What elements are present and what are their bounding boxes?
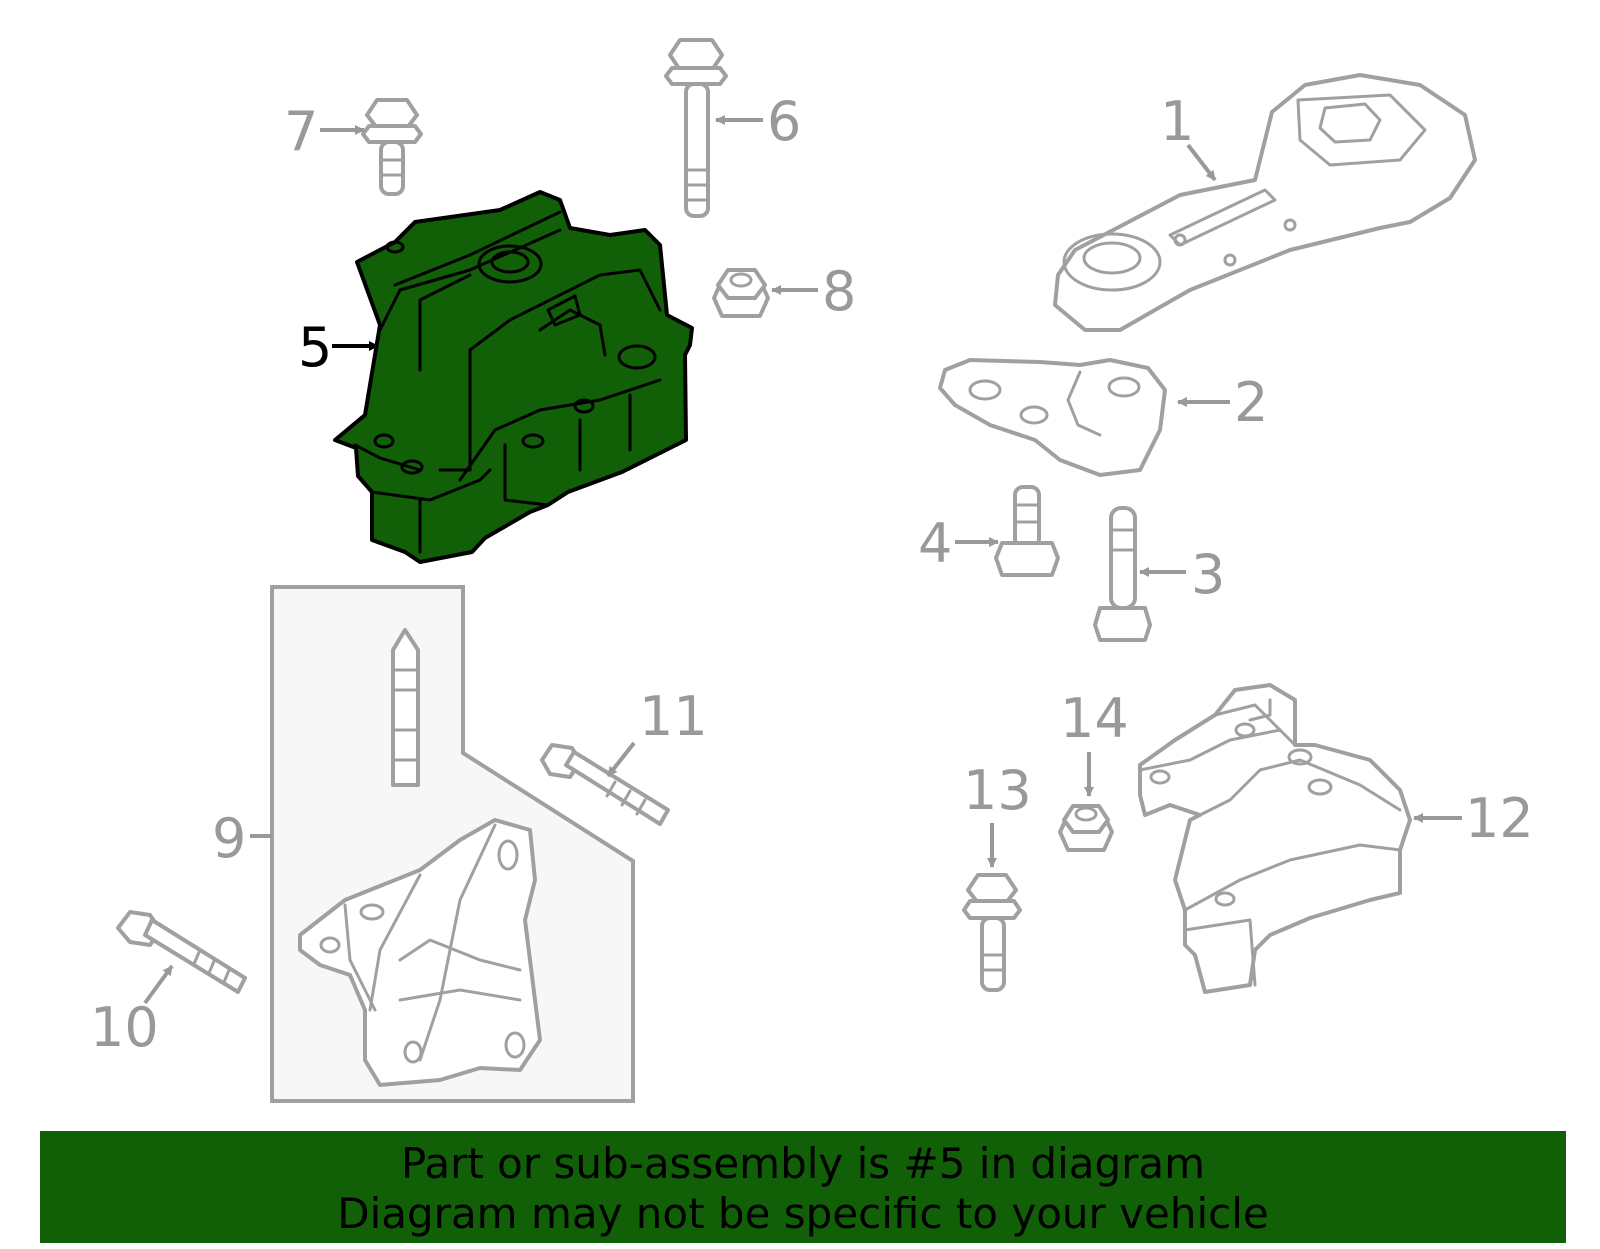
banner-line-2: Diagram may not be specific to your vehi… <box>337 1189 1269 1238</box>
part-6-bolt[interactable] <box>664 38 728 218</box>
part-8-nut[interactable] <box>712 268 770 318</box>
callout-1: 1 <box>1160 90 1194 153</box>
part-4-bolt[interactable] <box>994 485 1060 577</box>
callout-5: 5 <box>298 316 332 379</box>
part-1-torque-rod[interactable] <box>1053 73 1477 332</box>
callout-14: 14 <box>1060 687 1129 750</box>
part-5-transmission-mount[interactable] <box>333 190 694 564</box>
callout-10: 10 <box>90 996 159 1059</box>
callout-7: 7 <box>284 100 318 163</box>
callout-13: 13 <box>963 759 1032 822</box>
banner-line-1: Part or sub-assembly is #5 in diagram <box>400 1139 1206 1188</box>
callout-12: 12 <box>1465 787 1534 850</box>
callout-4: 4 <box>918 512 952 575</box>
part-12-mount[interactable] <box>1138 683 1412 994</box>
part-3-bolt[interactable] <box>1093 506 1152 642</box>
callout-2: 2 <box>1234 371 1268 434</box>
part-9-bracket[interactable] <box>298 628 542 1087</box>
callout-8: 8 <box>822 260 856 323</box>
callout-11: 11 <box>639 685 708 748</box>
leader-10 <box>143 964 174 1005</box>
part-2-bracket[interactable] <box>938 358 1167 477</box>
callout-6: 6 <box>767 90 801 153</box>
part-14-nut[interactable] <box>1058 804 1114 852</box>
leader-1 <box>1186 143 1217 182</box>
part-13-bolt[interactable] <box>962 873 1022 992</box>
leader-11 <box>606 741 636 778</box>
part-10-bolt[interactable] <box>116 910 247 994</box>
callout-3: 3 <box>1191 543 1225 606</box>
callout-9: 9 <box>212 807 246 870</box>
part-11-bolt[interactable] <box>540 743 670 826</box>
part-7-bolt[interactable] <box>361 98 423 196</box>
info-banner: Part or sub-assembly is #5 in diagram Di… <box>40 1131 1566 1243</box>
